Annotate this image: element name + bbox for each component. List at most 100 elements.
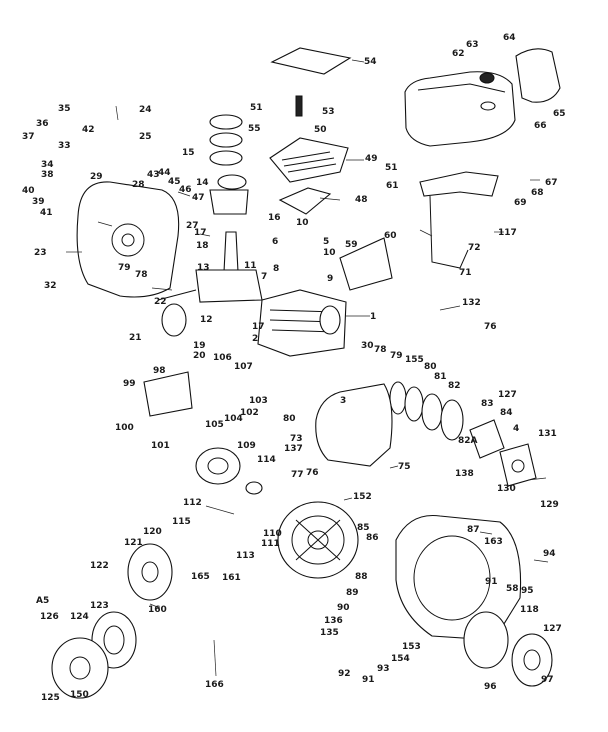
- callout-label: 126: [40, 612, 59, 622]
- callout-label: 13: [197, 263, 210, 273]
- callout-label: 86: [366, 533, 379, 543]
- callout-label: 65: [553, 109, 566, 119]
- callout-label: 102: [240, 408, 259, 418]
- callout-label: 34: [41, 160, 54, 170]
- callout-label: 105: [205, 420, 224, 430]
- callout-label: 5: [323, 237, 330, 247]
- callout-label: 160: [148, 605, 167, 615]
- callout-label: 27: [186, 221, 199, 231]
- callout-label: 16: [268, 213, 281, 223]
- callout-label: 44: [158, 168, 171, 178]
- callout-label: 123: [90, 601, 109, 611]
- callout-label: 59: [345, 240, 358, 250]
- callout-label: 53: [322, 107, 335, 117]
- callout-label: 112: [183, 498, 202, 508]
- tank-shield: [515, 48, 561, 103]
- head-gasket: [278, 187, 332, 215]
- callout-label: 79: [118, 263, 131, 273]
- callout-label: 97: [541, 675, 554, 685]
- cylinder-shroud: [315, 383, 393, 467]
- flywheel: [277, 501, 359, 579]
- callout-label: 33: [58, 141, 71, 151]
- starter-clutch: [195, 447, 241, 485]
- callout-label: 92: [338, 669, 351, 679]
- callout-label: 85: [357, 523, 370, 533]
- callout-label: 101: [151, 441, 170, 451]
- callout-label: 71: [459, 268, 472, 278]
- callout-label: 42: [82, 125, 95, 135]
- callout-label: 120: [143, 527, 162, 537]
- callout-label: 89: [346, 588, 359, 598]
- callout-label: 9: [327, 274, 334, 284]
- callout-label: 80: [424, 362, 437, 372]
- carburetor: [469, 419, 537, 487]
- callout-label: 110: [263, 529, 282, 539]
- tank-cap: [479, 72, 495, 84]
- callout-label: 130: [497, 484, 516, 494]
- callout-label: 115: [172, 517, 191, 527]
- callout-label: 111: [261, 539, 280, 549]
- callout-label: 76: [484, 322, 497, 332]
- callout-label: 12: [200, 315, 213, 325]
- callout-label: 39: [32, 197, 45, 207]
- callout-label: 11: [244, 261, 257, 271]
- callout-label: 104: [224, 414, 243, 424]
- callout-label: 118: [520, 605, 539, 615]
- piston-rings: [209, 114, 247, 190]
- callout-label: 82A: [458, 436, 478, 446]
- callout-label: 117: [498, 228, 517, 238]
- callout-label: 121: [124, 538, 143, 548]
- callout-label: 51: [385, 163, 398, 173]
- callout-label: 72: [468, 243, 481, 253]
- callout-label: 48: [355, 195, 368, 205]
- callout-label: 161: [222, 573, 241, 583]
- callout-label: 152: [353, 492, 372, 502]
- callout-label: 78: [135, 270, 148, 280]
- piston: [209, 189, 249, 215]
- connecting-rod: [223, 231, 239, 273]
- callout-label: 64: [503, 33, 516, 43]
- callout-label: 166: [205, 680, 224, 690]
- callout-label: 62: [452, 49, 465, 59]
- callout-label: 124: [70, 612, 89, 622]
- starter-cover: [51, 637, 109, 699]
- cylinder-block: [257, 289, 347, 357]
- callout-label: 131: [538, 429, 557, 439]
- callout-label: 150: [70, 690, 89, 700]
- callout-label: 80: [283, 414, 296, 424]
- callout-label: 67: [545, 178, 558, 188]
- callout-label: 155: [405, 355, 424, 365]
- callout-label: 24: [139, 105, 152, 115]
- callout-label: 22: [154, 297, 167, 307]
- callout-label: 17: [194, 228, 207, 238]
- callout-label: 91: [485, 577, 498, 587]
- callout-label: 50: [314, 125, 327, 135]
- callout-label: A5: [36, 596, 50, 606]
- callout-label: 165: [191, 572, 210, 582]
- callout-label: 46: [179, 185, 192, 195]
- callout-label: 43: [147, 170, 160, 180]
- callout-label: 103: [249, 396, 268, 406]
- callout-label: 87: [467, 525, 480, 535]
- callout-label: 79: [390, 351, 403, 361]
- callout-label: 68: [531, 188, 544, 198]
- callout-label: 38: [41, 170, 54, 180]
- callout-label: 69: [514, 198, 527, 208]
- callout-label: 63: [466, 40, 479, 50]
- callout-label: 23: [34, 248, 47, 258]
- callout-label: 88: [355, 572, 368, 582]
- callout-label: 73: [290, 434, 303, 444]
- callout-label: 138: [455, 469, 474, 479]
- callout-label: 17: [252, 322, 265, 332]
- callout-label: 21: [129, 333, 142, 343]
- callout-label: 55: [248, 124, 261, 134]
- callout-label: 45: [168, 177, 181, 187]
- callout-label: 136: [324, 616, 343, 626]
- callout-label: 2: [252, 334, 259, 344]
- blower-housing: [395, 514, 522, 641]
- callout-label: 83: [481, 399, 494, 409]
- callout-label: 10: [296, 218, 309, 228]
- starter-pulley: [127, 543, 173, 601]
- callout-label: 106: [213, 353, 232, 363]
